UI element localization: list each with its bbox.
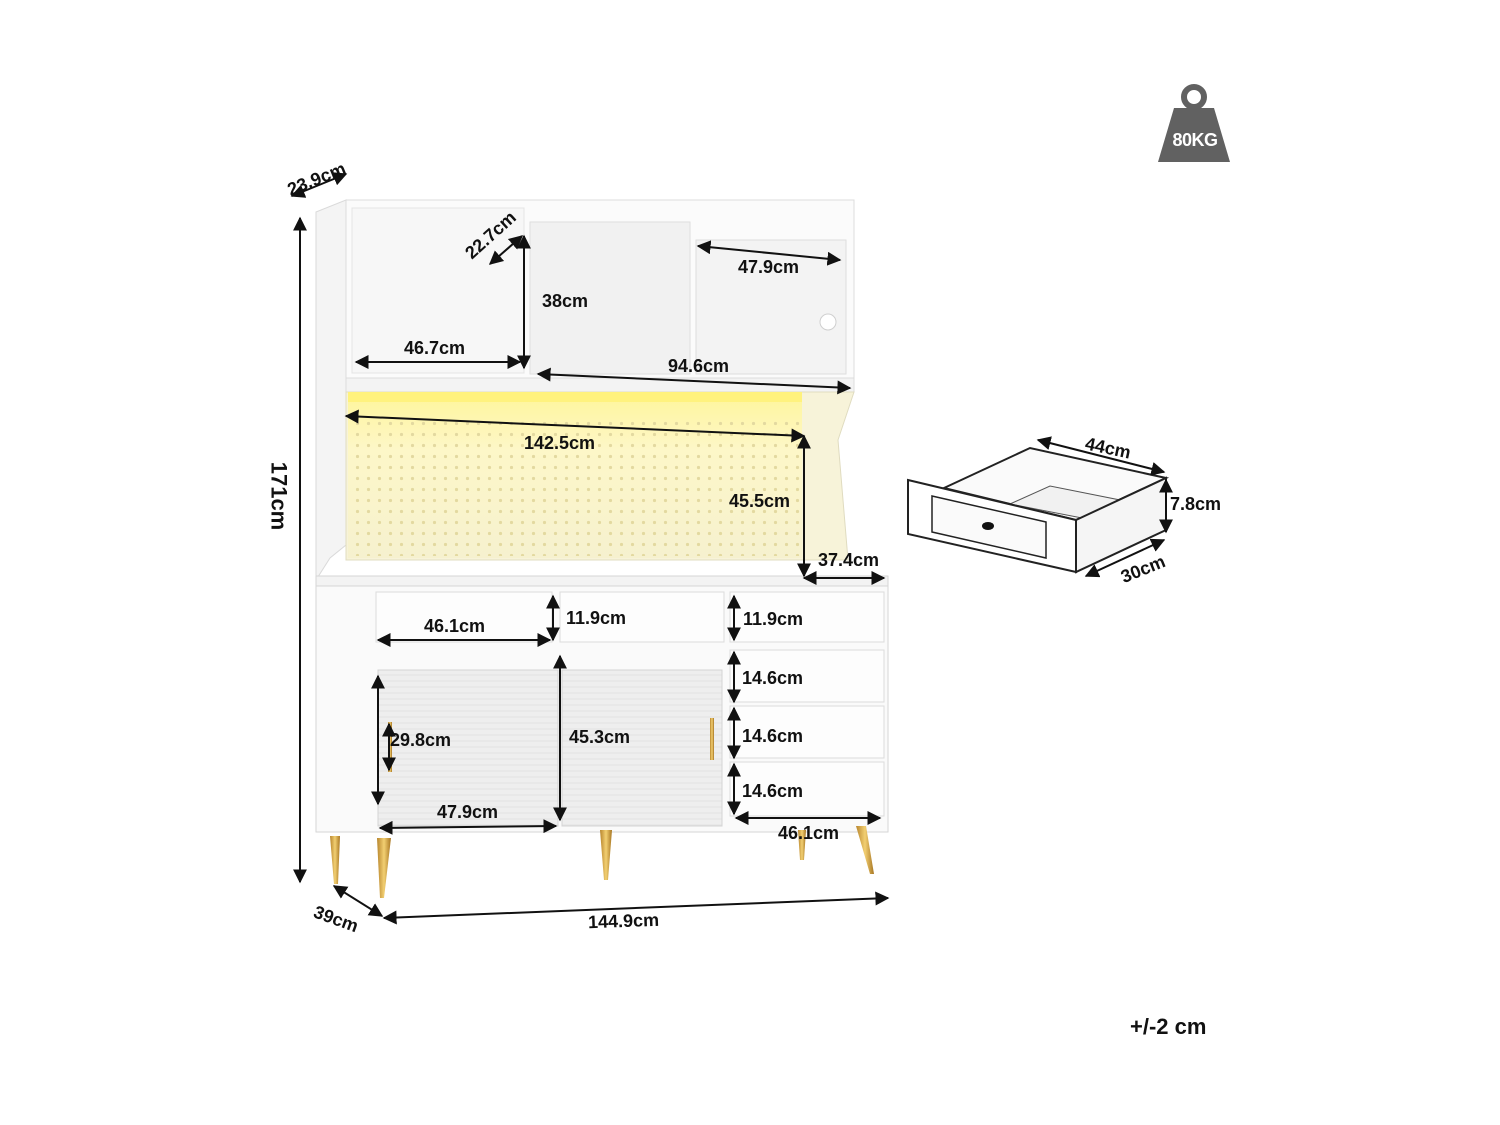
label-pegboard-height: 45.5cm [729, 491, 791, 511]
leg-front-mid [600, 830, 612, 880]
label-top-height: 38cm [542, 291, 589, 311]
label-drawer-row-2: 14.6cm [742, 668, 804, 688]
drawer-right-2 [729, 649, 885, 703]
drawer-top-mid [559, 591, 725, 643]
countertop [315, 575, 889, 587]
arrow-door-width [378, 819, 558, 835]
drawer-detail [907, 446, 1170, 574]
label-door-handle-height: 29.8cm [390, 730, 452, 750]
cabinet-side-panel [315, 199, 347, 582]
arrow-drawer-depth [1084, 538, 1166, 578]
dimension-lines [290, 172, 890, 925]
arrow-total-width [382, 891, 890, 925]
drawer-right-1 [729, 591, 885, 643]
label-pegboard-width: 142.5cm [524, 433, 596, 453]
leg-back-left [330, 836, 340, 884]
weight-label: 80KG [1172, 130, 1218, 150]
label-total-height: 171cm [266, 461, 292, 531]
arrow-pegboard-width [344, 409, 806, 443]
leg-front-left [377, 838, 391, 898]
drawer-right-3 [729, 705, 885, 759]
arrow-base-depth [332, 885, 384, 917]
drawer-right-4 [729, 761, 885, 817]
arrow-top-depth [290, 172, 348, 198]
label-side-depth: 37.4cm [818, 550, 880, 570]
label-drawer-right-height: 11.9cm [743, 609, 804, 629]
led-strip [348, 392, 802, 402]
pegboard-holes [352, 420, 800, 556]
label-drawer-left-width: 46.1cm [424, 616, 486, 636]
cable-hole [819, 313, 837, 331]
label-door-width: 47.9cm [437, 802, 499, 822]
hutch-mid-door [529, 221, 691, 375]
drawer-knob [982, 522, 994, 530]
arrow-drawer-width [1036, 436, 1166, 476]
label-cabinet-height: 45.3cm [569, 727, 631, 747]
label-top-width-left: 46.7cm [404, 338, 466, 358]
leg-back-right [798, 830, 806, 860]
weight-icon [1158, 84, 1230, 162]
label-drawer-height: 7.8cm [1170, 494, 1222, 514]
tolerance-note: +/-2 cm [1130, 1014, 1207, 1039]
label-right-drawer-width: 46.1cm [778, 823, 840, 843]
label-top-width-right: 47.9cm [738, 257, 800, 277]
label-drawer-mid-height: 11.9cm [566, 608, 627, 628]
label-total-width: 144.9cm [587, 909, 660, 933]
label-top-width-combined: 94.6cm [668, 356, 730, 376]
arrow-top-shelf-depth [488, 235, 524, 265]
leg-front-right [856, 826, 874, 874]
arrow-top-width-combined [536, 367, 852, 395]
label-drawer-row-4: 14.6cm [742, 781, 804, 801]
glass-door-right [561, 669, 723, 827]
label-drawer-row-3: 14.6cm [742, 726, 804, 746]
arrow-top-width-right [696, 240, 842, 266]
door-handle-right [710, 718, 714, 760]
drawer-dimension-lines [1036, 436, 1173, 578]
